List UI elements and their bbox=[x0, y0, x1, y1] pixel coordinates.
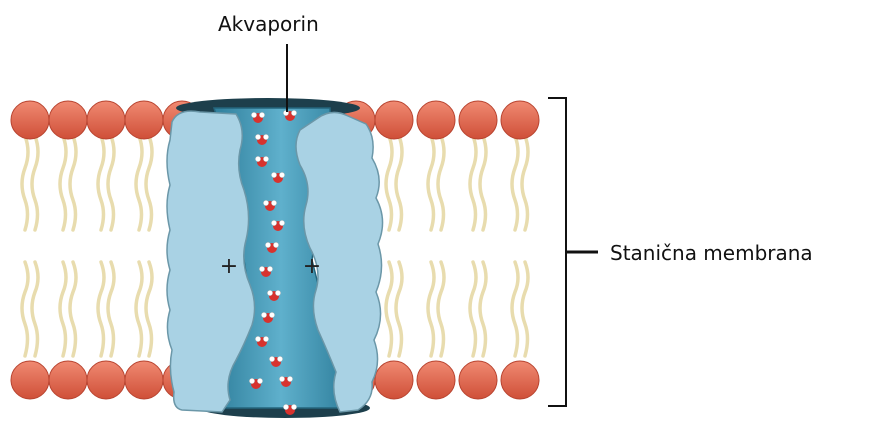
membrane-bracket bbox=[548, 98, 598, 406]
lipid-tail bbox=[396, 262, 402, 356]
phospholipid-head bbox=[459, 361, 497, 399]
plus-charge-right: + bbox=[303, 254, 321, 279]
lipid-tail bbox=[470, 262, 476, 356]
lipid-tail bbox=[70, 136, 76, 230]
lipid-tail bbox=[60, 136, 66, 230]
lipid-tail bbox=[386, 262, 392, 356]
lipid-tail bbox=[32, 136, 38, 230]
phospholipid-head bbox=[417, 101, 455, 139]
phospholipid-head bbox=[501, 101, 539, 139]
phospholipid-head bbox=[375, 101, 413, 139]
phospholipid-head bbox=[11, 101, 49, 139]
lipid-tail bbox=[438, 262, 444, 356]
lipid-tail bbox=[136, 262, 142, 356]
phospholipid-head bbox=[87, 101, 125, 139]
lipid-tail bbox=[98, 262, 104, 356]
lipid-tail bbox=[22, 136, 28, 230]
phospholipid-head bbox=[501, 361, 539, 399]
lipid-tail bbox=[428, 136, 434, 230]
phospholipid-head bbox=[125, 101, 163, 139]
lipid-tail bbox=[522, 262, 528, 356]
lipid-tail bbox=[480, 262, 486, 356]
lipid-tail bbox=[480, 136, 486, 230]
lipid-tail bbox=[522, 136, 528, 230]
phospholipid-head bbox=[417, 361, 455, 399]
lipid-tail bbox=[60, 262, 66, 356]
cell-membrane-label: Stanična membrana bbox=[610, 241, 813, 265]
aquaporin-label: Akvaporin bbox=[218, 12, 319, 36]
lipid-tail bbox=[512, 262, 518, 356]
lipid-tail bbox=[146, 136, 152, 230]
lipid-tail bbox=[32, 262, 38, 356]
lipid-tail bbox=[512, 136, 518, 230]
phospholipid-head bbox=[125, 361, 163, 399]
phospholipid-head bbox=[11, 361, 49, 399]
lipid-tail bbox=[70, 262, 76, 356]
lipid-tail bbox=[22, 262, 28, 356]
plus-charge-left: + bbox=[220, 254, 238, 279]
lipid-tail bbox=[98, 136, 104, 230]
lipid-tail bbox=[136, 136, 142, 230]
lipid-tail bbox=[108, 262, 114, 356]
lipid-tail bbox=[470, 136, 476, 230]
phospholipid-head bbox=[49, 361, 87, 399]
phospholipid-head bbox=[375, 361, 413, 399]
lipid-tail bbox=[438, 136, 444, 230]
phospholipid-head bbox=[49, 101, 87, 139]
lipid-tail bbox=[386, 136, 392, 230]
aquaporin-protein: + + bbox=[167, 98, 383, 418]
lipid-tail bbox=[396, 136, 402, 230]
phospholipid-head bbox=[87, 361, 125, 399]
lipid-tail bbox=[428, 262, 434, 356]
lipid-tail bbox=[108, 136, 114, 230]
phospholipid-head bbox=[459, 101, 497, 139]
lipid-tail bbox=[146, 262, 152, 356]
